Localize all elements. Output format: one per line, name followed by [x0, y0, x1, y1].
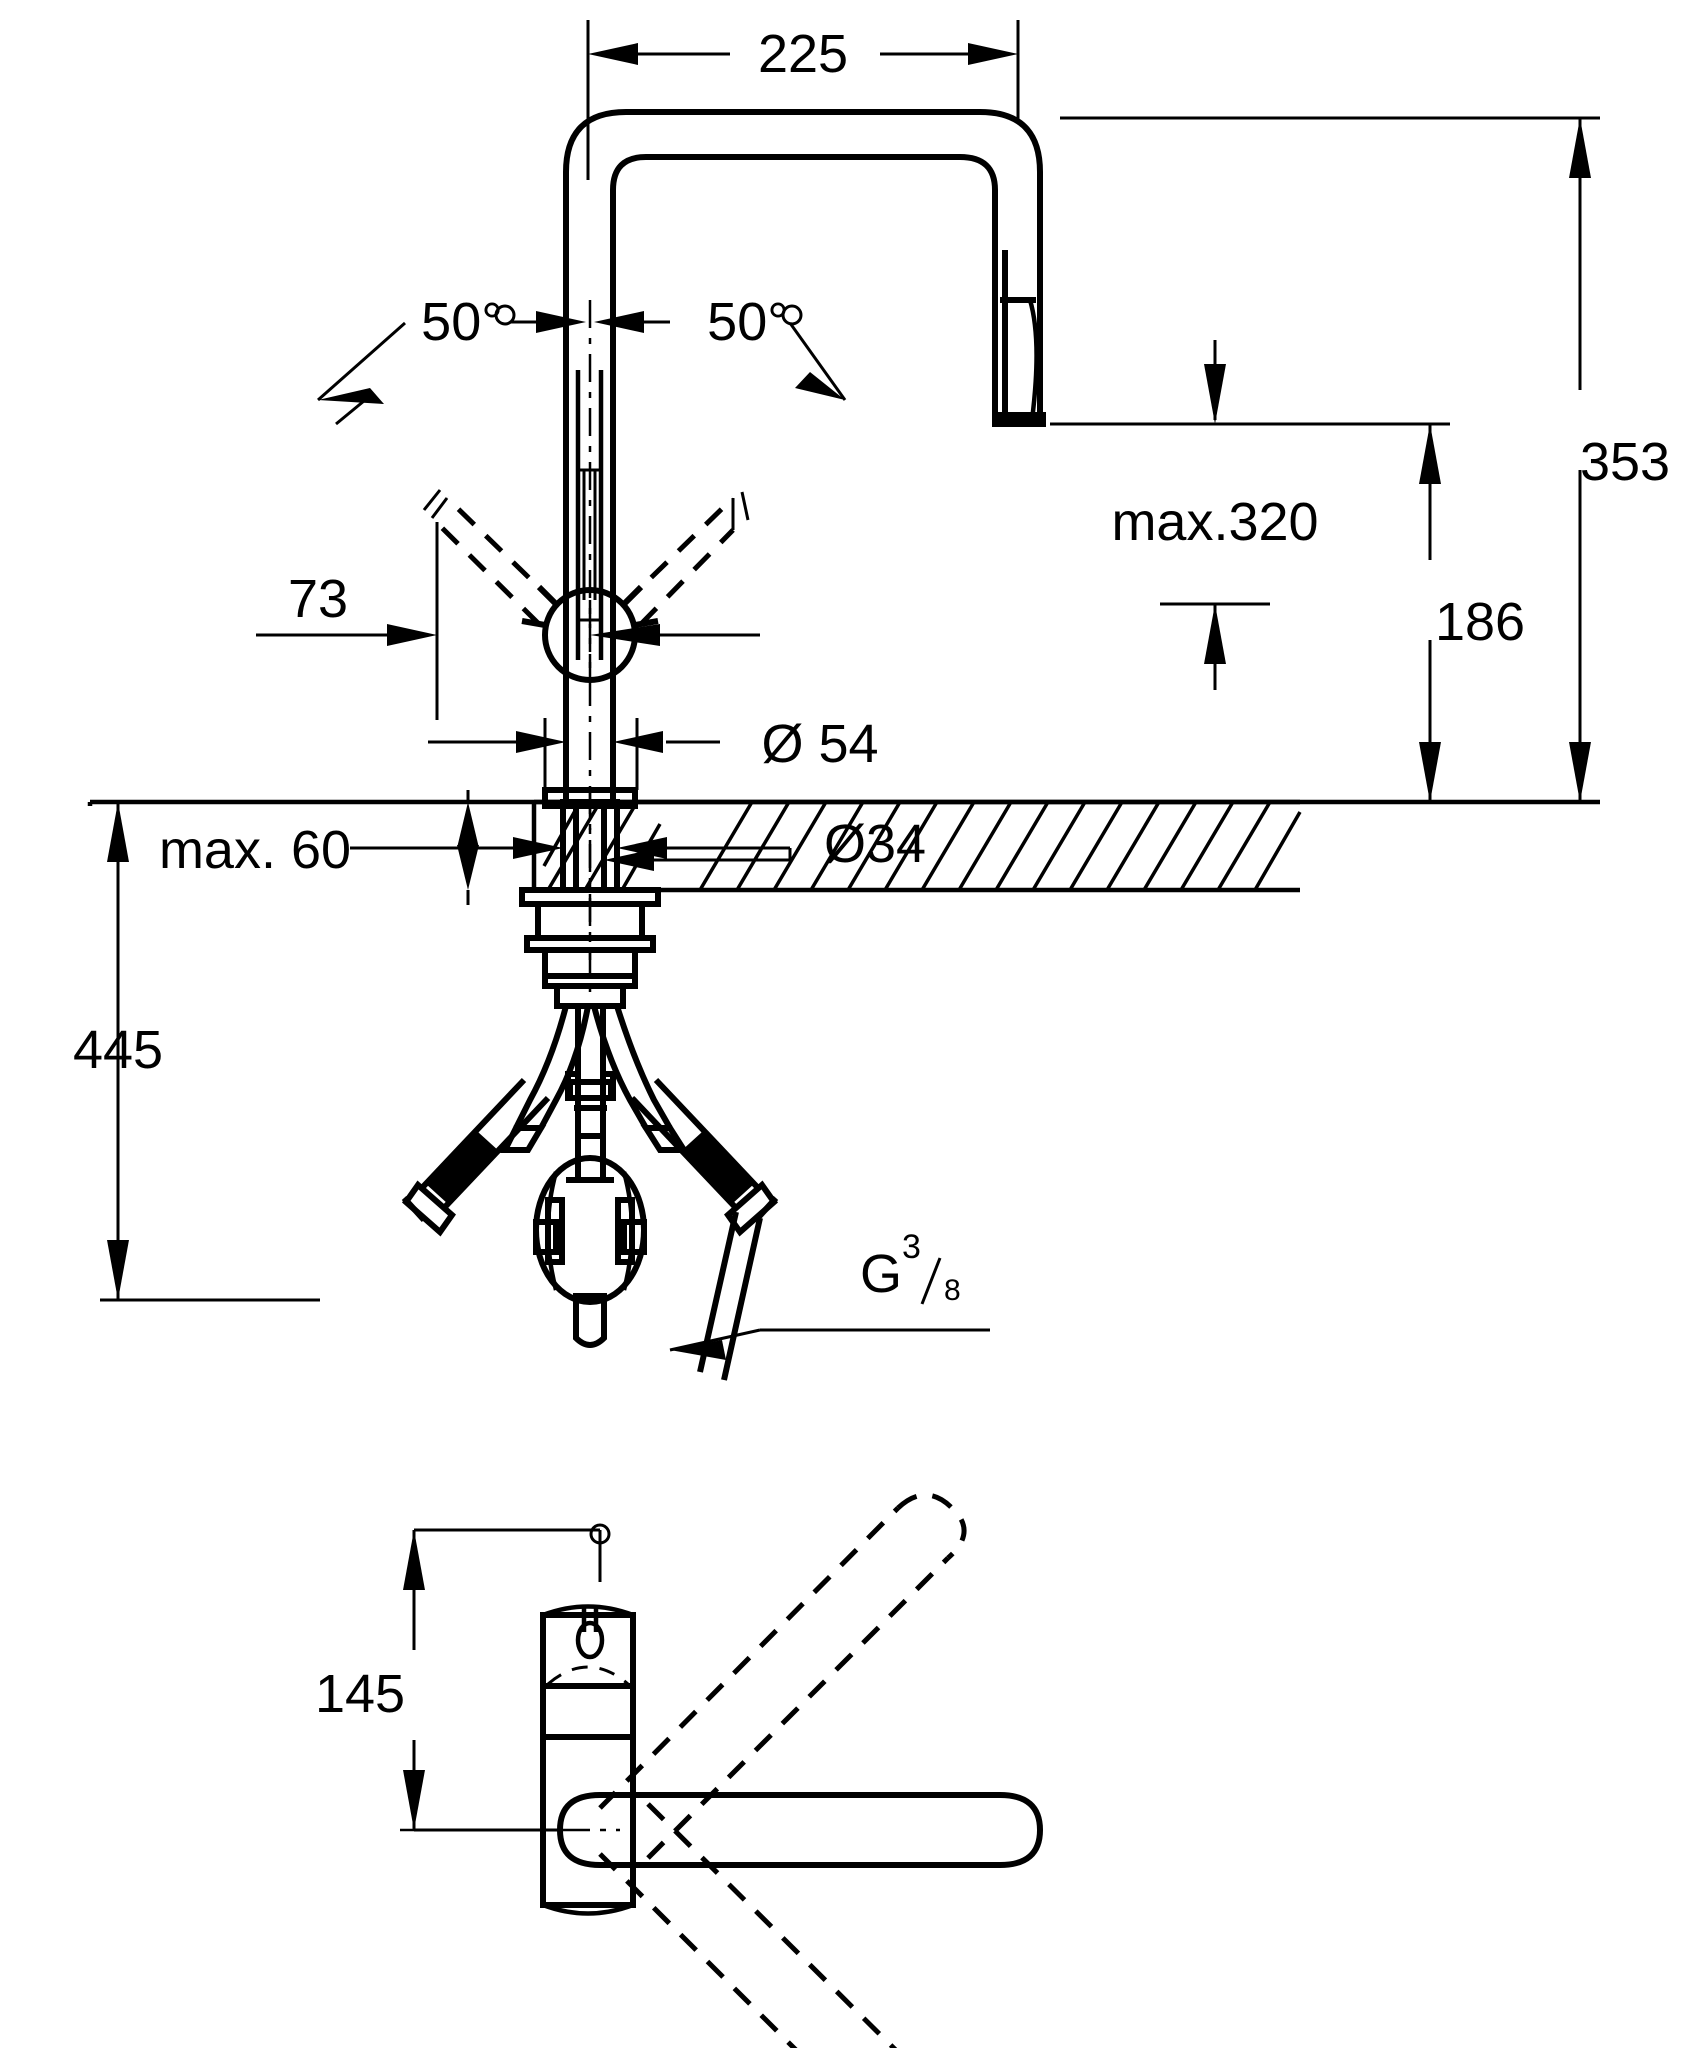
dimension-hole-diameter: Ø34	[604, 814, 926, 874]
dimension-label-353: 353	[1580, 432, 1670, 492]
dimension-label-186: 186	[1435, 592, 1525, 652]
lever-dashed-positions	[422, 489, 750, 626]
label-thread-denominator: 8	[944, 1274, 961, 1307]
lever-body	[540, 1604, 636, 1916]
label-thread-connection: G 3 8	[669, 1228, 990, 1360]
dimension-spout-height: 186	[1060, 422, 1525, 802]
dimension-lever-height: 145	[315, 1523, 611, 1832]
dimension-handle-offset: 73	[256, 522, 760, 720]
faucet-column	[563, 300, 616, 1000]
dimension-label-angle-left: 50°	[421, 292, 503, 352]
mounting-nut-assembly	[519, 887, 661, 1009]
label-thread-numerator: 3	[902, 1228, 921, 1266]
dimension-max-counter-thickness: max. 60	[159, 790, 790, 905]
dimension-spout-reach: 225	[586, 20, 1020, 180]
dimension-label-diameter-54: Ø 54	[761, 714, 878, 774]
dimension-label-445: 445	[73, 1020, 163, 1080]
label-thread-G: G	[860, 1244, 902, 1304]
dimension-label-max-320: max.320	[1111, 492, 1318, 552]
dimension-overall-with-hoses: 445	[73, 802, 320, 1302]
elevation-view: 225 50° 50°	[73, 20, 1670, 1381]
dimension-max-pulldown: max.320	[1050, 340, 1430, 690]
plan-view: 145	[315, 1492, 1044, 2048]
lever-arm-swung-up	[598, 1492, 967, 1860]
spout-outer-profile	[563, 109, 1043, 370]
dimension-label-225: 225	[758, 24, 848, 84]
counterweight-assembly	[401, 1071, 779, 1381]
pull-down-spray-head	[992, 250, 1046, 427]
dimension-body-diameter: Ø 54	[428, 714, 879, 790]
dimension-swivel-angles: 50° 50°	[317, 292, 847, 426]
dimension-label-diameter-34: Ø34	[824, 814, 926, 874]
dimension-total-height: 353	[1060, 116, 1670, 802]
dimension-label-angle-right: 50°	[707, 292, 789, 352]
dimension-label-max-60: max. 60	[159, 820, 351, 880]
dimension-label-145: 145	[315, 1664, 405, 1724]
dimension-label-73: 73	[288, 569, 348, 629]
lever-arm-swung-down	[598, 1802, 898, 2048]
